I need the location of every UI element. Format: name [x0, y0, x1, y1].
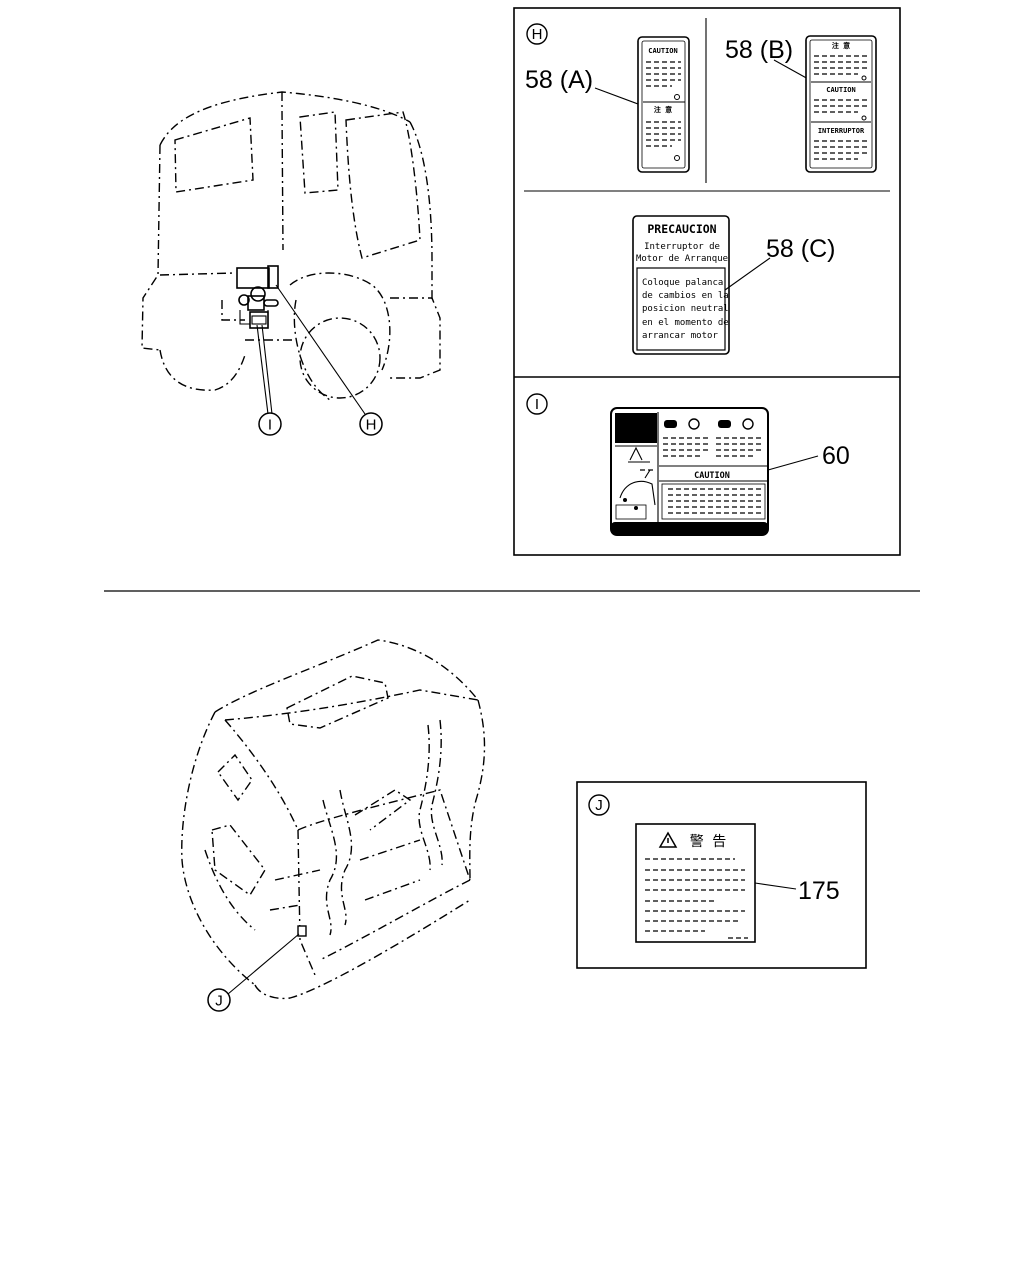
black-warning-block: [615, 413, 657, 443]
cab-rear-perspective-view: [181, 639, 486, 1000]
label-58c-body-5: arrancar motor: [642, 331, 718, 341]
svg-text:I: I: [535, 396, 539, 413]
svg-text:CAUTION: CAUTION: [826, 86, 856, 94]
part-number-58b: 58 (B): [725, 36, 793, 64]
section-marker-i: I: [526, 393, 548, 415]
label-175-title: 警 告: [690, 834, 726, 850]
label-58c-subtitle-1: Interruptor de: [644, 242, 720, 252]
label-58c-body-1: Coloque palanca: [642, 278, 723, 288]
leader-58a: [594, 87, 639, 105]
leader-h: [275, 284, 366, 415]
leader-175: [754, 882, 797, 890]
svg-text:CAUTION: CAUTION: [648, 47, 678, 55]
label-58c-body-4: en el momento de: [642, 318, 729, 328]
part-number-60: 60: [822, 442, 850, 470]
svg-text:注 意: 注 意: [832, 41, 850, 50]
leader-58c: [724, 257, 771, 291]
svg-text:I: I: [268, 417, 272, 434]
label-detail-box-j: [576, 781, 867, 969]
leader-i: [256, 324, 269, 415]
svg-text:J: J: [215, 993, 223, 1010]
label-58c-body-2: de cambios en la: [642, 291, 729, 301]
part-number-58c: 58 (C): [766, 235, 835, 263]
leader-58b: [773, 59, 811, 81]
label-60: CAUTION: [610, 407, 769, 536]
svg-text:注 意: 注 意: [654, 105, 672, 114]
leader-60: [767, 455, 819, 471]
gear-icon: [688, 418, 700, 430]
label-58b: 注 意 CAUTION INTERRUPTOR: [805, 35, 877, 173]
gear-icon: [742, 418, 754, 430]
section-marker-j: J: [588, 794, 610, 816]
label-60-caution: CAUTION: [694, 471, 730, 481]
label-175: 警 告: [635, 823, 756, 943]
svg-text:J: J: [595, 797, 603, 814]
callout-i-truck: I: [258, 412, 282, 436]
steering-column-assembly: [236, 265, 279, 329]
part-number-58a: 58 (A): [525, 66, 593, 94]
label-58c-body-3: posicion neutral: [642, 304, 729, 314]
section-marker-h: H: [526, 23, 548, 45]
label-58c: PRECAUCION Interruptor de Motor de Arran…: [632, 215, 730, 355]
svg-text:H: H: [366, 417, 377, 434]
callout-j-cab: J: [207, 988, 231, 1012]
callout-h-truck: H: [359, 412, 383, 436]
label-58c-title: PRECAUCION: [647, 222, 716, 236]
leader-j: [227, 933, 300, 995]
label-58a: CAUTION 注 意: [637, 36, 690, 173]
warning-triangle-icon: [658, 831, 678, 848]
part-number-175: 175: [798, 877, 840, 905]
svg-text:H: H: [532, 26, 543, 43]
leader-i-2: [261, 324, 273, 415]
svg-text:INTERRUPTOR: INTERRUPTOR: [818, 127, 865, 135]
label-58c-subtitle-2: Motor de Arranque: [636, 254, 728, 264]
label-detail-box-h-i: [513, 7, 901, 556]
truck-cab-side-view: [141, 91, 441, 401]
